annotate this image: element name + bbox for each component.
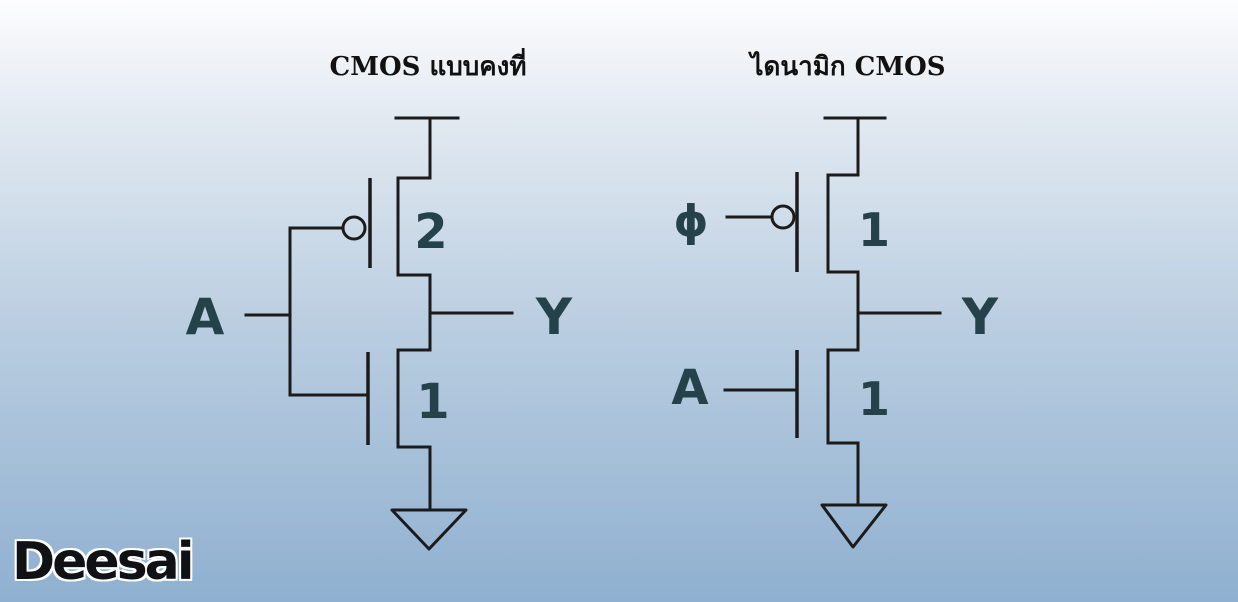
static-cmos-title: CMOS แบบคงที่ <box>330 47 527 82</box>
dynamic-pmos-channel <box>826 173 860 274</box>
static-nmos-transistor <box>366 348 432 449</box>
static-pmos-channel <box>396 176 432 277</box>
dynamic-nmos-transistor <box>723 348 860 445</box>
static-nmos-channel <box>396 348 432 449</box>
dynamic-nmos-channel <box>826 348 860 445</box>
dynamic-nmos-size-label: 1 <box>858 372 890 426</box>
dynamic-pmos-bubble <box>770 204 796 230</box>
dynamic-pmos-size-label: 1 <box>858 203 890 257</box>
dynamic-pmos-transistor <box>725 172 860 274</box>
deesai-logo: Deesai <box>12 532 195 592</box>
static-cmos-circuit <box>244 116 514 551</box>
dynamic-cmos-circuit <box>723 116 942 549</box>
static-input-label: A <box>186 288 225 346</box>
static-vdd-wire <box>396 116 432 180</box>
dynamic-output-label: Y <box>961 288 999 346</box>
dynamic-clock-label: ϕ <box>673 196 708 247</box>
dynamic-cmos-title: ไดนามิก CMOS <box>747 50 945 82</box>
static-pmos-bubble <box>341 215 367 241</box>
dynamic-vdd-wire <box>826 116 860 177</box>
static-nmos-size-label: 1 <box>416 374 449 430</box>
static-gate-bus <box>288 226 370 397</box>
static-ground-symbol <box>390 508 468 551</box>
dynamic-ground-symbol <box>820 503 888 549</box>
static-output-label: Y <box>535 288 573 346</box>
dynamic-input-label: A <box>671 360 708 416</box>
static-pmos-size-label: 2 <box>414 204 447 260</box>
